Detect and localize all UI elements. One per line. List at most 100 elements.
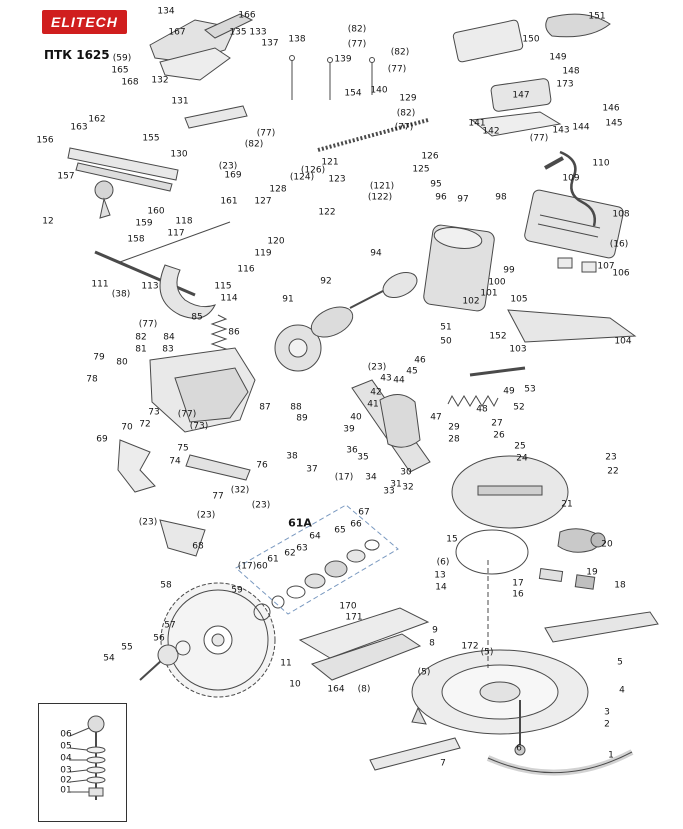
part-label-151: 151 — [588, 11, 606, 22]
part-label-77: 77 — [212, 491, 224, 502]
part-label-98: 98 — [495, 192, 507, 203]
part-label-64: 64 — [309, 531, 321, 542]
part-label-8: (8) — [357, 684, 371, 695]
part-label-61: 61 — [267, 554, 279, 565]
part-label-91: 91 — [282, 294, 294, 305]
part-label-149: 149 — [549, 52, 567, 63]
part-label-72: 72 — [139, 419, 151, 430]
part-label-83: 83 — [162, 344, 174, 355]
part-label-5: 5 — [617, 657, 623, 668]
part-label-46: 46 — [414, 355, 426, 366]
part-label-94: 94 — [370, 248, 382, 259]
part-label-42: 42 — [370, 387, 382, 398]
part-label-63: 63 — [296, 543, 308, 554]
part-label-75: 75 — [177, 443, 189, 454]
part-label-1: 1 — [608, 750, 614, 761]
part-label-16: 16 — [512, 589, 524, 600]
part-label-123: 123 — [328, 174, 346, 185]
part-label-77: (77) — [387, 64, 407, 75]
part-label-20: 20 — [601, 539, 613, 550]
part-label-171: 171 — [345, 612, 363, 623]
part-label-27: 27 — [491, 418, 503, 429]
part-label-23: (23) — [367, 362, 387, 373]
part-label-61A: 61A — [288, 516, 312, 530]
part-label-52: 52 — [513, 402, 525, 413]
model-number: ПТК 1625 — [44, 48, 110, 62]
part-label-147: 147 — [512, 90, 530, 101]
part-label-78: 78 — [86, 374, 98, 385]
part-label-82: (82) — [244, 139, 264, 150]
part-label-10: 10 — [289, 679, 301, 690]
part-label-51: 51 — [440, 322, 452, 333]
part-label-117: 117 — [167, 228, 185, 239]
part-label-11: 11 — [280, 658, 292, 669]
part-label-82: 82 — [135, 332, 147, 343]
part-label-45: 45 — [406, 366, 418, 377]
part-label-59: 59 — [231, 585, 243, 596]
part-label-39: 39 — [343, 424, 355, 435]
part-label-80: 80 — [116, 357, 128, 368]
part-label-03: 03 — [60, 765, 72, 776]
diagram-linework — [67, 13, 659, 776]
part-label-138: 138 — [288, 34, 306, 45]
part-label-170: 170 — [339, 601, 357, 612]
part-label-133: 133 — [249, 27, 267, 38]
part-label-73: (73) — [189, 421, 209, 432]
part-label-65: 65 — [334, 525, 346, 536]
part-label-33: 33 — [383, 486, 395, 497]
part-label-92: 92 — [320, 276, 332, 287]
part-label-70: 70 — [121, 422, 133, 433]
part-label-100: 100 — [488, 277, 506, 288]
hardware-inset-art — [69, 715, 106, 800]
part-label-56: 56 — [153, 633, 165, 644]
part-label-118: 118 — [175, 216, 193, 227]
part-label-47: 47 — [430, 412, 442, 423]
part-label-134: 134 — [157, 6, 175, 17]
part-label-32: (32) — [230, 485, 250, 496]
part-label-17: 17 — [512, 578, 524, 589]
part-label-21: 21 — [561, 499, 573, 510]
part-label-77: (77) — [256, 128, 276, 139]
part-label-16: (16) — [609, 239, 629, 250]
part-label-58: 58 — [160, 580, 172, 591]
part-label-49: 49 — [503, 386, 515, 397]
part-label-5: (5) — [417, 667, 431, 678]
part-label-23: (23) — [196, 510, 216, 521]
part-label-152: 152 — [489, 331, 507, 342]
part-label-129: 129 — [399, 93, 417, 104]
part-label-111: 111 — [91, 279, 109, 290]
part-label-87: 87 — [259, 402, 271, 413]
part-label-144: 144 — [572, 122, 590, 133]
part-label-74: 74 — [169, 456, 181, 467]
part-label-6: 6 — [516, 743, 522, 754]
part-label-60: 60 — [256, 561, 268, 572]
part-label-7: 7 — [440, 758, 446, 769]
part-label-68: 68 — [192, 541, 204, 552]
part-label-148: 148 — [562, 66, 580, 77]
part-label-77: (77) — [394, 122, 414, 133]
part-label-41: 41 — [367, 399, 379, 410]
part-label-62: 62 — [284, 548, 296, 559]
part-label-114: 114 — [220, 293, 238, 304]
part-label-17: (17) — [237, 561, 257, 572]
part-label-160: 160 — [147, 206, 165, 217]
part-label-130: 130 — [170, 149, 188, 160]
part-label-77: (77) — [347, 39, 367, 50]
part-label-122: (122) — [367, 192, 393, 203]
part-label-04: 04 — [60, 753, 72, 764]
part-label-14: 14 — [435, 582, 447, 593]
part-label-127: 127 — [254, 196, 272, 207]
part-label-81: 81 — [135, 344, 147, 355]
part-label-25: 25 — [514, 441, 526, 452]
part-label-135: 135 — [229, 27, 247, 38]
part-label-165: 165 — [111, 65, 129, 76]
part-label-57: 57 — [164, 620, 176, 631]
part-label-121: (121) — [369, 181, 395, 192]
part-label-155: 155 — [142, 133, 160, 144]
part-label-122: 122 — [318, 207, 336, 218]
part-label-99: 99 — [503, 265, 515, 276]
part-label-137: 137 — [261, 38, 279, 49]
part-label-108: 108 — [612, 209, 630, 220]
